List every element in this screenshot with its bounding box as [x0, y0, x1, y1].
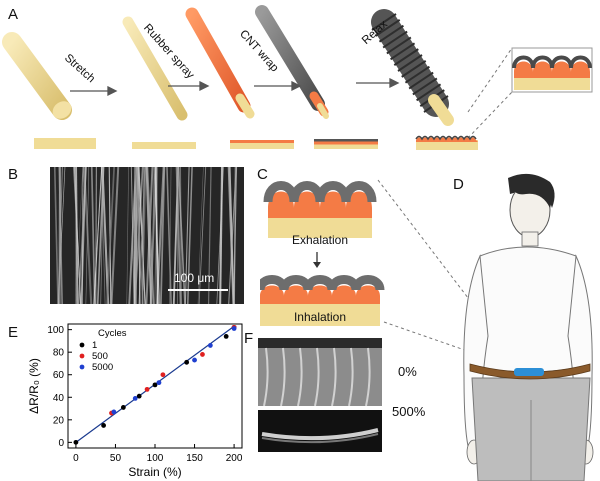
panel-b-label: B — [8, 166, 19, 183]
y-tick-label: 0 — [58, 438, 64, 449]
data-point — [231, 326, 237, 331]
cross-section-cnt — [314, 139, 378, 149]
panel-f-label: F — [244, 330, 254, 347]
legend-entry: 500 — [92, 351, 108, 362]
x-tick-label: 150 — [186, 453, 203, 464]
data-point — [160, 372, 166, 378]
y-tick-label: 80 — [53, 348, 65, 359]
legend-entry: 1 — [92, 340, 97, 351]
panel-c-diagram — [260, 181, 385, 326]
data-point — [156, 380, 162, 386]
x-tick-label: 50 — [110, 453, 122, 464]
data-point — [132, 396, 138, 401]
panel-d-label: D — [453, 176, 464, 193]
sem-image-surface: 100 μm — [50, 167, 244, 304]
fiber-rubber-coated — [185, 7, 255, 119]
data-point — [136, 393, 142, 399]
state-exhalation: Exhalation — [291, 233, 349, 247]
x-axis-label: Strain (%) — [128, 465, 181, 479]
y-tick-label: 20 — [53, 415, 65, 426]
legend-marker — [79, 342, 85, 348]
y-axis-label: ΔR/R₀ (%) — [27, 358, 41, 414]
data-point — [101, 423, 106, 428]
sem-image-stretched — [258, 410, 382, 452]
panel-a-schematic — [2, 5, 593, 139]
data-point — [223, 334, 229, 339]
data-point — [120, 405, 126, 410]
data-point — [207, 343, 213, 348]
panel-e-label: E — [8, 324, 19, 341]
data-point — [184, 359, 190, 365]
sem-image-unstretched — [258, 338, 382, 406]
legend-title: Cycles — [98, 328, 127, 339]
panel-a-label: A — [8, 6, 19, 23]
data-point — [111, 409, 117, 415]
data-point — [192, 357, 197, 363]
breath-sensor — [514, 368, 544, 376]
person-illustration — [463, 173, 594, 481]
legend-marker — [79, 353, 85, 359]
state-inhalation: Inhalation — [293, 310, 347, 324]
zoom-inset — [467, 47, 593, 139]
legend-entry: 5000 — [92, 362, 113, 373]
y-tick-label: 40 — [53, 393, 65, 404]
data-point — [73, 439, 79, 445]
x-tick-label: 0 — [73, 453, 79, 464]
y-tick-label: 60 — [53, 370, 65, 381]
x-tick-label: 100 — [147, 453, 164, 464]
fiber-relaxed-buckled — [371, 9, 454, 126]
scale-bar — [168, 289, 228, 291]
fiber-stretched — [122, 16, 188, 121]
cross-section-initial — [34, 138, 96, 149]
cross-section-stretched — [132, 142, 196, 149]
strain-label-0: 0% — [398, 364, 417, 379]
strain-label-500: 500% — [392, 404, 426, 419]
data-point — [152, 382, 158, 388]
cross-section-buckled — [415, 135, 478, 150]
x-tick-label: 200 — [226, 453, 243, 464]
fiber-initial — [2, 32, 72, 120]
data-point — [144, 386, 150, 392]
cross-section-rubber — [230, 140, 294, 149]
scale-bar-label: 100 μm — [174, 271, 215, 285]
legend-marker — [79, 364, 85, 370]
fiber-cnt-wrapped — [255, 5, 329, 119]
panel-c-label: C — [257, 166, 268, 183]
data-point — [200, 352, 205, 357]
y-tick-label: 100 — [47, 325, 64, 336]
